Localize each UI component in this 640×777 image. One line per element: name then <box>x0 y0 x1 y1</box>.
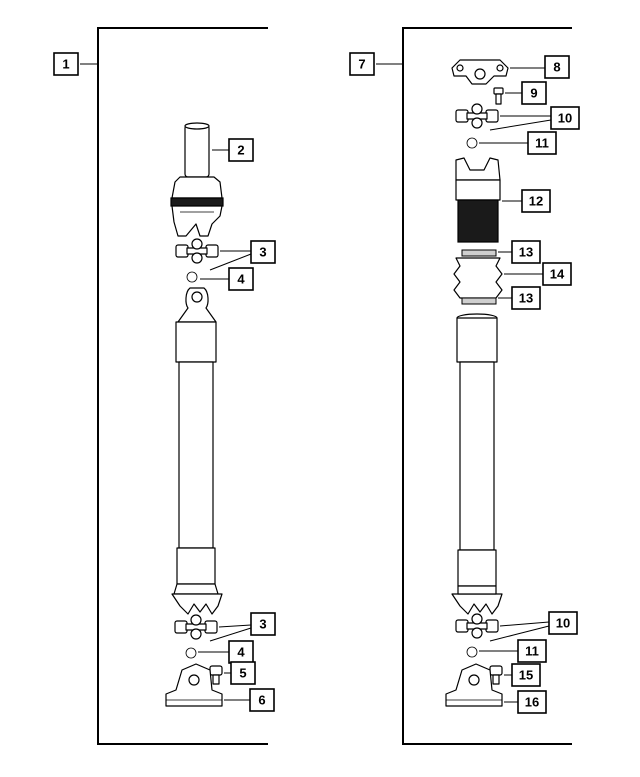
svg-text:16: 16 <box>525 695 539 710</box>
callout-9[interactable]: 9 <box>521 81 547 105</box>
callout-4-lower-left[interactable]: 4 <box>228 640 254 664</box>
callout-3-upper-left[interactable]: 3 <box>250 240 276 264</box>
svg-text:7: 7 <box>358 57 365 72</box>
callout-14[interactable]: 14 <box>542 262 572 286</box>
universal-joint-upper-right <box>455 103 499 129</box>
svg-text:13: 13 <box>519 291 533 306</box>
svg-text:10: 10 <box>558 111 572 126</box>
callout-16[interactable]: 16 <box>517 690 547 714</box>
flange-yoke-right <box>445 663 503 707</box>
callout-8[interactable]: 8 <box>544 55 570 79</box>
boot-and-clamps-right <box>453 249 503 305</box>
bolt-right-top <box>493 87 504 105</box>
flange-yoke-left <box>165 663 223 707</box>
snap-ring-upper-right <box>466 137 478 149</box>
callout-assembly-7[interactable]: 7 <box>349 52 375 76</box>
callout-6[interactable]: 6 <box>249 688 275 712</box>
universal-joint-lower-left <box>174 614 218 640</box>
callout-13-lower[interactable]: 13 <box>511 286 541 310</box>
svg-text:1: 1 <box>62 57 69 72</box>
callout-5[interactable]: 5 <box>230 661 256 685</box>
svg-text:3: 3 <box>259 617 266 632</box>
callout-15[interactable]: 15 <box>511 663 541 687</box>
snap-ring-upper-left <box>186 271 198 283</box>
callout-4-upper-left[interactable]: 4 <box>228 267 254 291</box>
callout-10-upper[interactable]: 10 <box>550 106 580 130</box>
left-assembly-bracket <box>80 27 268 745</box>
slip-yoke-splined-right <box>455 157 501 243</box>
callout-10-lower[interactable]: 10 <box>548 611 578 635</box>
leader-lines-right <box>479 67 552 703</box>
svg-text:3: 3 <box>259 245 266 260</box>
callout-assembly-1[interactable]: 1 <box>53 52 79 76</box>
flange-right-top <box>451 59 509 85</box>
shaft-tube-left <box>171 287 223 615</box>
svg-text:11: 11 <box>535 136 549 151</box>
callout-11-upper[interactable]: 11 <box>527 131 557 155</box>
svg-text:8: 8 <box>553 60 560 75</box>
svg-text:6: 6 <box>258 693 265 708</box>
svg-text:12: 12 <box>529 194 543 209</box>
snap-ring-lower-right <box>466 646 478 658</box>
svg-text:4: 4 <box>237 272 245 287</box>
svg-text:9: 9 <box>530 86 537 101</box>
svg-text:11: 11 <box>525 644 539 659</box>
snap-ring-lower-left <box>185 647 197 659</box>
bolt-right-bottom <box>489 665 503 685</box>
callout-11-lower[interactable]: 11 <box>517 639 547 663</box>
leader-lines-left <box>198 149 252 701</box>
universal-joint-lower-right <box>455 613 499 639</box>
callout-13-upper[interactable]: 13 <box>511 240 541 264</box>
svg-text:13: 13 <box>519 245 533 260</box>
callout-3-lower-left[interactable]: 3 <box>250 612 276 636</box>
svg-text:4: 4 <box>237 645 245 660</box>
svg-text:2: 2 <box>237 143 244 158</box>
svg-text:10: 10 <box>556 616 570 631</box>
shaft-tube-right <box>451 313 503 615</box>
svg-text:15: 15 <box>519 668 533 683</box>
universal-joint-upper-left <box>175 238 219 264</box>
svg-text:14: 14 <box>550 267 565 282</box>
callout-12[interactable]: 12 <box>521 189 551 213</box>
right-assembly-bracket <box>376 27 572 745</box>
slip-yoke-part <box>170 122 224 237</box>
bolt-left <box>209 665 223 685</box>
callout-2[interactable]: 2 <box>228 138 254 162</box>
svg-text:5: 5 <box>239 666 246 681</box>
